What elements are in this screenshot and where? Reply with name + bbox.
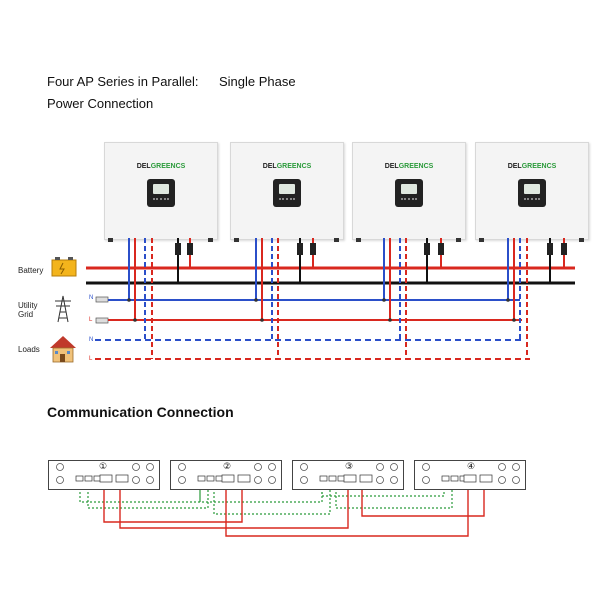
house-icon [50,336,76,363]
inverter-display-icon [395,179,423,207]
load-l-label: L [89,356,93,362]
inverter-brand: DELGREENCS [384,163,434,170]
inverter-4: DELGREENCS [475,142,589,240]
title-line1-right: Single Phase [219,74,296,89]
card-number: ③ [345,462,354,472]
comm-card-1: ① [48,460,160,490]
inverter-display-icon [518,179,546,207]
card-number: ① [99,462,108,472]
inverter-1: DELGREENCS [104,142,218,240]
loads-label: Loads [18,345,40,354]
inverter-brand: DELGREENCS [136,163,186,170]
comm-wiring [79,484,485,537]
comm-title: Communication Connection [47,404,234,420]
title-line2: Power Connection [47,96,154,111]
inverter-brand: DELGREENCS [262,163,312,170]
card-number: ② [223,462,232,472]
inverter-drops [128,238,567,359]
inverter-brand: DELGREENCS [507,163,557,170]
grid-l-label: L [89,317,93,323]
title-line1-left: Four AP Series in Parallel: [47,74,199,89]
battery-icon [51,257,77,277]
card-number: ④ [467,462,476,472]
inverter-display-icon [273,179,301,207]
utility-grid-label-1: Utility [18,301,38,310]
load-n-label: N [89,337,94,343]
utility-grid-label-2: Grid [18,310,34,319]
grid-n-label: N [89,295,94,301]
inverter-3: DELGREENCS [352,142,466,240]
battery-label: Battery [18,266,44,275]
pylon-icon [55,295,71,323]
inverter-display-icon [147,179,175,207]
inverter-2: DELGREENCS [230,142,344,240]
